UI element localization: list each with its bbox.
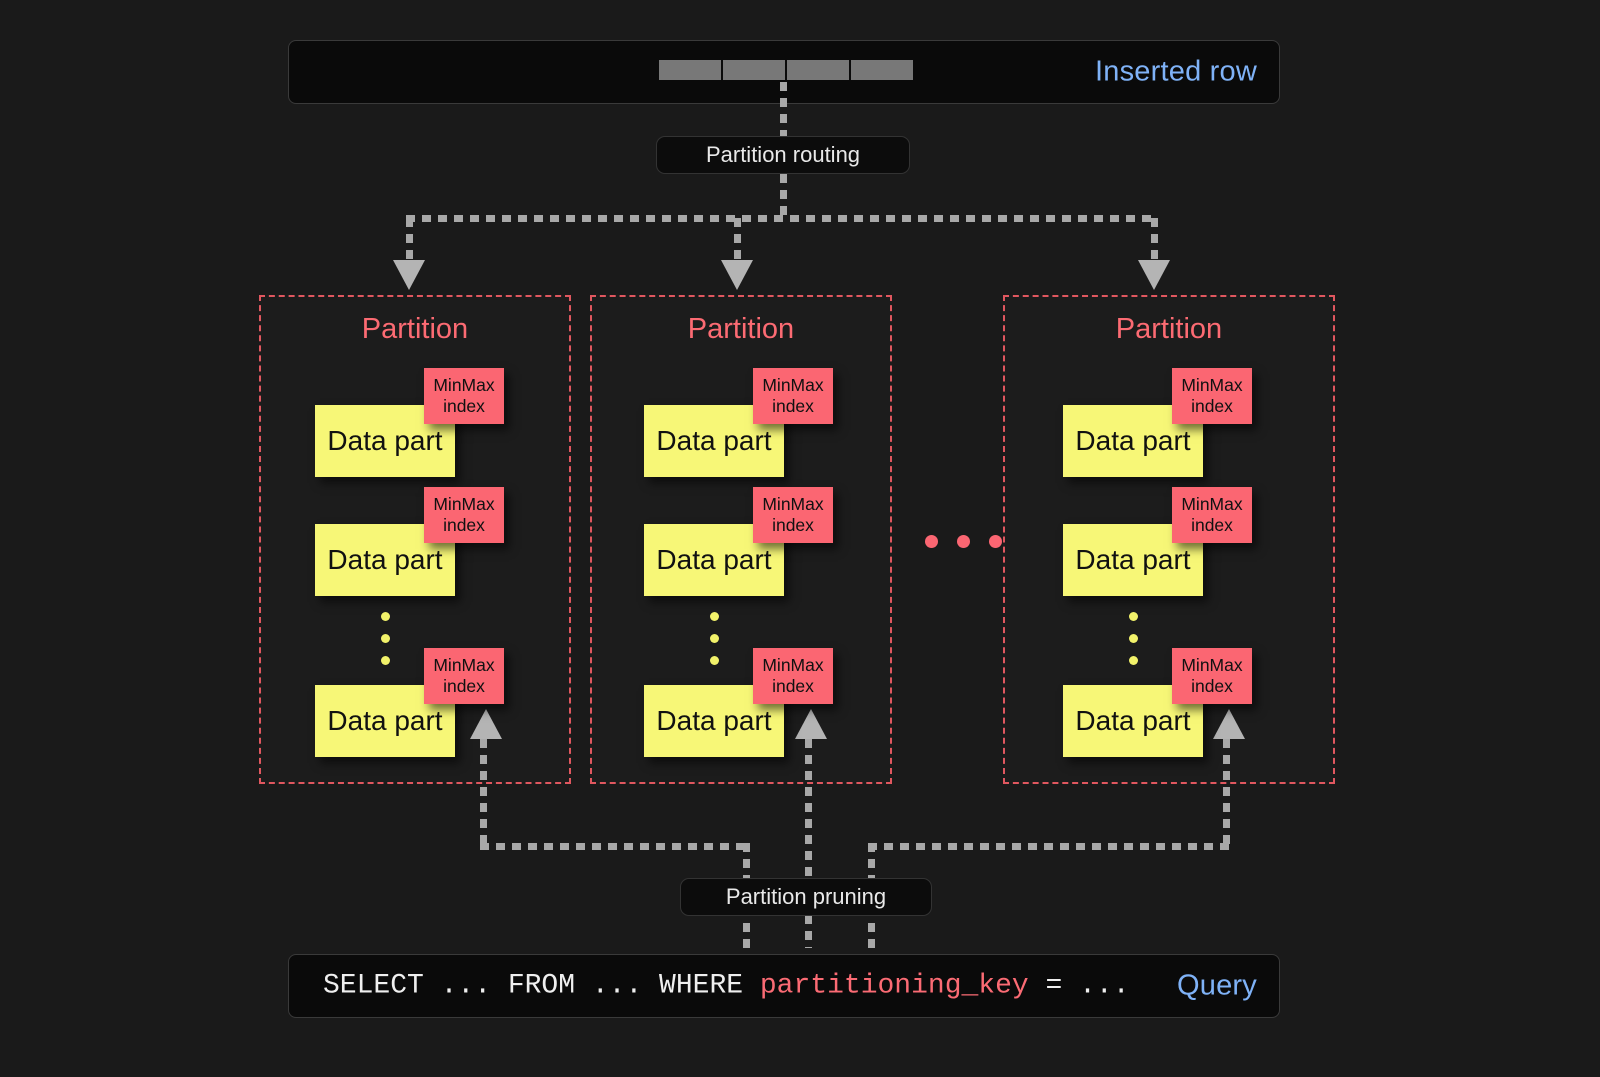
ellipsis-dot — [710, 656, 719, 665]
data-part: Data part — [315, 685, 455, 757]
partition-box-1: Partition — [259, 295, 571, 784]
query-label: Query — [1177, 969, 1257, 1002]
minmax-index-box: MinMax index — [1172, 487, 1252, 543]
minmax-line-1: MinMax — [762, 374, 824, 395]
data-part-label: Data part — [327, 544, 443, 575]
data-part: Data part — [644, 405, 784, 477]
connector-bus-to-partition-1 — [406, 218, 413, 266]
partition-routing-box: Partition routing — [656, 136, 910, 174]
minmax-index-box: MinMax index — [424, 368, 504, 424]
minmax-line-2: index — [1191, 396, 1233, 416]
partition-title: Partition — [361, 313, 469, 345]
routing-bus — [406, 215, 1158, 222]
data-part-label: Data part — [656, 705, 772, 736]
minmax-index-box: MinMax index — [424, 487, 504, 543]
arrow-into-partition-1 — [393, 260, 425, 290]
connector-partition-3-down — [1223, 739, 1230, 847]
partition-pruning-box: Partition pruning — [680, 878, 932, 916]
data-part: Data part — [315, 524, 455, 596]
minmax-line-2: index — [443, 676, 485, 696]
minmax-index-box: MinMax index — [753, 648, 833, 704]
data-part-ellipsis — [381, 612, 390, 678]
minmax-index-box: MinMax index — [753, 368, 833, 424]
row-cell — [723, 60, 785, 80]
data-part: Data part — [1063, 685, 1203, 757]
minmax-line-2: index — [772, 515, 814, 535]
ellipsis-dot — [1129, 656, 1138, 665]
minmax-index-box: MinMax index — [753, 487, 833, 543]
minmax-line-1: MinMax — [1181, 374, 1243, 395]
data-part-ellipsis — [1129, 612, 1138, 678]
data-part-label: Data part — [656, 544, 772, 575]
query-suffix: = ... — [1028, 970, 1130, 1002]
query-bar: SELECT ... FROM ... WHERE partitioning_k… — [288, 954, 1280, 1018]
ellipsis-dot — [957, 535, 970, 548]
pruning-join-left — [480, 843, 750, 850]
pruning-join-right — [868, 843, 1230, 850]
row-cell — [787, 60, 849, 80]
inserted-row-cells — [659, 60, 913, 80]
partition-title: Partition — [687, 313, 795, 345]
data-part-label: Data part — [1075, 705, 1191, 736]
ellipsis-dot — [1129, 612, 1138, 621]
data-part-label: Data part — [327, 425, 443, 456]
ellipsis-dot — [381, 634, 390, 643]
connector-row-to-routing — [780, 82, 787, 138]
connector-bus-to-partition-3 — [1151, 218, 1158, 266]
connector-routing-to-bus — [780, 174, 787, 218]
partition-ellipsis — [925, 535, 1002, 548]
connector-partition-1-down — [480, 739, 487, 847]
data-part-label: Data part — [1075, 544, 1191, 575]
ellipsis-dot — [710, 612, 719, 621]
arrow-into-partition-2 — [721, 260, 753, 290]
minmax-line-1: MinMax — [762, 654, 824, 675]
minmax-line-2: index — [443, 515, 485, 535]
arrow-from-partition-2 — [795, 709, 827, 739]
ellipsis-dot — [710, 634, 719, 643]
arrow-from-partition-1 — [470, 709, 502, 739]
minmax-line-1: MinMax — [1181, 654, 1243, 675]
row-cell — [851, 60, 913, 80]
partition-title: Partition — [1115, 313, 1223, 345]
minmax-index-box: MinMax index — [1172, 368, 1252, 424]
ellipsis-dot — [989, 535, 1002, 548]
minmax-line-1: MinMax — [433, 493, 495, 514]
ellipsis-dot — [1129, 634, 1138, 643]
data-part-label: Data part — [656, 425, 772, 456]
ellipsis-dot — [381, 612, 390, 621]
minmax-line-2: index — [1191, 515, 1233, 535]
data-part: Data part — [1063, 405, 1203, 477]
partition-routing-label: Partition routing — [705, 142, 861, 167]
minmax-line-1: MinMax — [433, 654, 495, 675]
minmax-line-2: index — [772, 396, 814, 416]
minmax-line-2: index — [443, 396, 485, 416]
minmax-line-2: index — [772, 676, 814, 696]
arrow-into-partition-3 — [1138, 260, 1170, 290]
ellipsis-dot — [925, 535, 938, 548]
partition-box-3: Partition — [1003, 295, 1335, 784]
data-part-label: Data part — [1075, 425, 1191, 456]
minmax-index-box: MinMax index — [424, 648, 504, 704]
query-statement: SELECT ... FROM ... WHERE partitioning_k… — [323, 971, 1130, 1002]
partition-box-2: Partition — [590, 295, 892, 784]
minmax-line-1: MinMax — [1181, 493, 1243, 514]
query-prefix: SELECT ... FROM ... WHERE — [323, 970, 760, 1002]
row-cell — [659, 60, 721, 80]
connector-partition-2-down — [805, 739, 812, 948]
connector-bus-to-partition-2 — [734, 218, 741, 266]
data-part-label: Data part — [327, 705, 443, 736]
ellipsis-dot — [381, 656, 390, 665]
minmax-index-box: MinMax index — [1172, 648, 1252, 704]
query-keyword: partitioning_key — [759, 970, 1029, 1002]
data-part-ellipsis — [710, 612, 719, 678]
arrow-from-partition-3 — [1213, 709, 1245, 739]
inserted-row-label: Inserted row — [1095, 55, 1257, 88]
minmax-line-2: index — [1191, 676, 1233, 696]
minmax-line-1: MinMax — [762, 493, 824, 514]
minmax-line-1: MinMax — [433, 374, 495, 395]
partition-pruning-label: Partition pruning — [725, 884, 887, 909]
